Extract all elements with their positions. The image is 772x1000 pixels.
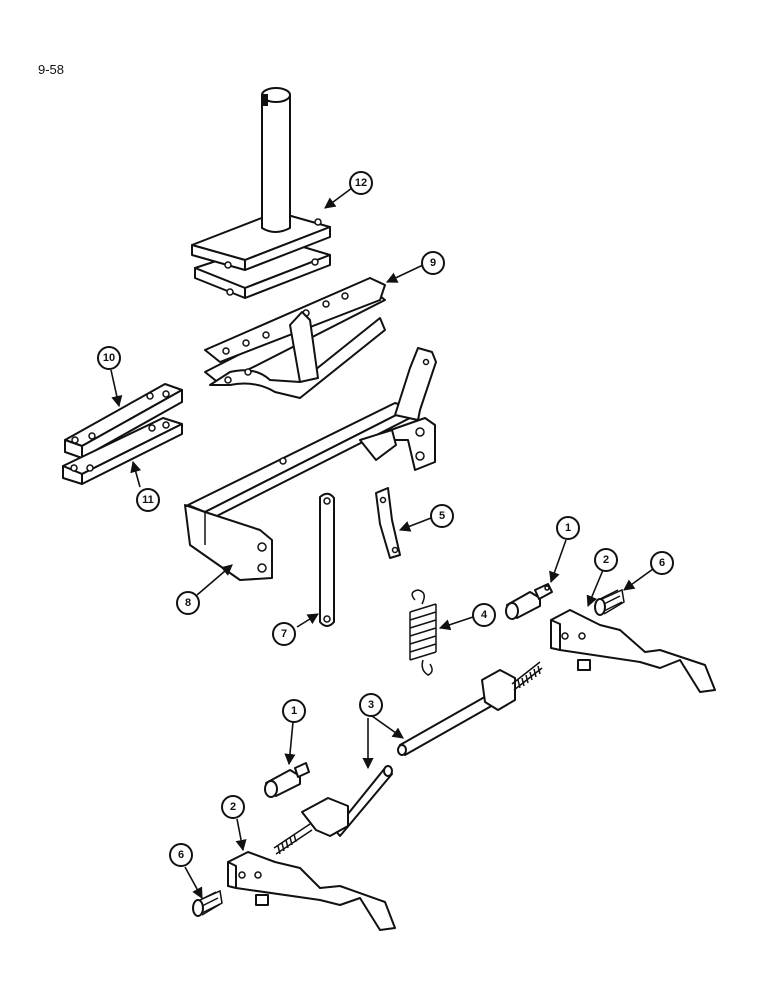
part-1-pin-right	[505, 583, 553, 620]
leader-11	[130, 460, 142, 488]
callout-10: 10	[97, 346, 121, 370]
leader-4	[438, 616, 474, 631]
callout-6-right: 6	[650, 551, 674, 575]
leader-9	[385, 264, 424, 283]
callout-1-right: 1	[556, 516, 580, 540]
svg-text:6: 6	[178, 849, 184, 861]
part-7-link	[319, 492, 335, 627]
callout-4: 4	[472, 603, 496, 627]
leader-2-left	[235, 818, 247, 852]
svg-text:8: 8	[185, 597, 191, 609]
part-1-pin-left	[264, 762, 310, 798]
part-9-channel-bracket	[204, 277, 386, 399]
page-number: 9-58	[38, 62, 65, 77]
svg-text:9: 9	[430, 257, 436, 269]
callout-9: 9	[421, 251, 445, 275]
leader-8	[196, 564, 233, 596]
part-3-rod-lower	[273, 765, 393, 855]
leader-10	[110, 369, 123, 408]
svg-text:12: 12	[355, 177, 367, 189]
svg-text:1: 1	[291, 705, 297, 717]
part-2-shoe-left	[227, 851, 396, 931]
leader-1-right	[549, 539, 567, 584]
part-5-bracket	[375, 487, 401, 559]
leader-12	[324, 187, 353, 209]
svg-text:10: 10	[103, 352, 115, 364]
leader-3-a	[371, 715, 404, 739]
svg-text:2: 2	[230, 801, 236, 813]
callout-5: 5	[430, 504, 454, 528]
leader-5	[398, 517, 432, 532]
callouts: 12 9 10 11 8 7 5 4 1 2 6 3 1 2 6	[97, 171, 674, 867]
part-12-post-and-plates	[191, 87, 331, 299]
callout-8: 8	[176, 591, 200, 615]
svg-text:6: 6	[659, 557, 665, 569]
callout-2-left: 2	[221, 795, 245, 819]
callout-11: 11	[136, 488, 160, 512]
svg-text:3: 3	[368, 699, 374, 711]
part-2-shoe-right	[550, 609, 716, 693]
leader-lines	[110, 187, 654, 899]
leader-1-left	[284, 721, 296, 766]
part-6-spring-right	[594, 588, 625, 616]
leader-6-right	[623, 568, 654, 591]
leader-2-right	[586, 569, 604, 608]
part-11-lower-bar	[62, 417, 183, 485]
callout-2-right: 2	[594, 548, 618, 572]
svg-text:4: 4	[481, 609, 488, 621]
callout-7: 7	[272, 622, 296, 646]
svg-text:11: 11	[142, 494, 154, 506]
callout-1-left: 1	[282, 699, 306, 723]
svg-text:2: 2	[603, 554, 609, 566]
leader-7	[296, 613, 319, 628]
part-4-spring	[409, 589, 437, 676]
callout-6-left: 6	[169, 843, 193, 867]
part-3-rod-upper	[397, 661, 543, 756]
leader-6-left	[184, 866, 203, 899]
part-6-spring-left	[192, 889, 223, 917]
svg-text:5: 5	[439, 510, 445, 522]
svg-text:1: 1	[565, 522, 571, 534]
callout-3: 3	[359, 693, 383, 717]
part-8-main-frame	[184, 347, 437, 581]
part-10-upper-bar	[64, 383, 183, 459]
svg-text:7: 7	[281, 628, 287, 640]
callout-12: 12	[349, 171, 373, 195]
